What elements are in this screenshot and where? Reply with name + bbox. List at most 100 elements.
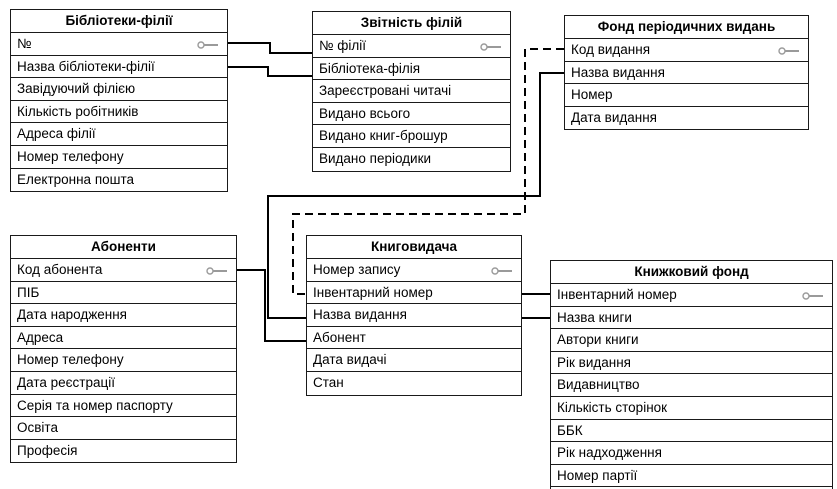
field-row: Електронна пошта xyxy=(11,169,227,192)
field-label: Видано періодики xyxy=(319,150,432,166)
field-row: Видано книг-брошур xyxy=(313,125,510,148)
field-row: Назва видання xyxy=(565,62,808,85)
table-title: Фонд періодичних видань xyxy=(565,16,808,39)
field-label: Видавництво xyxy=(557,377,640,393)
field-label: Номер партії xyxy=(557,467,638,483)
field-label: Бібліотека-філія xyxy=(319,60,421,76)
field-row: Бібліотека-філія xyxy=(313,58,510,81)
field-label: Номер запису xyxy=(313,262,401,277)
field-row: Автори книги xyxy=(551,329,832,352)
field-label: ББК xyxy=(557,422,583,438)
field-label: № філії xyxy=(319,38,366,53)
field-row: Назва бібліотеки-філії xyxy=(11,56,227,79)
field-row: Назва видання xyxy=(307,304,521,327)
relation-subscriber xyxy=(236,269,306,342)
table-reports: Звітність філій № філії Бібліотека-філія… xyxy=(312,11,511,172)
key-icon xyxy=(197,41,218,49)
field-label: Освіта xyxy=(17,420,58,436)
field-label: Назва видання xyxy=(313,307,407,323)
field-label: Автори книги xyxy=(557,332,639,348)
table-lending: Книговидача Номер запису Інвентарний ном… xyxy=(306,235,522,396)
key-icon xyxy=(802,292,823,300)
field-row: Інвентарний номер xyxy=(551,284,832,307)
field-label: Номер телефону xyxy=(17,148,124,164)
key-icon xyxy=(480,43,501,51)
field-label: Назва бібліотеки-філії xyxy=(17,58,155,74)
field-row: ББК xyxy=(551,420,832,443)
field-row: Професія xyxy=(11,440,236,463)
field-label: Електронна пошта xyxy=(17,171,135,187)
field-row: Номер запису xyxy=(307,259,521,282)
field-row: № xyxy=(11,33,227,56)
table-title: Звітність філій xyxy=(313,12,510,35)
field-label: ПІБ xyxy=(17,284,40,300)
field-label: Дата реєстрації xyxy=(17,374,115,390)
field-row: Дата реєстрації xyxy=(11,372,236,395)
field-label: Дата видання xyxy=(571,109,657,125)
field-row: Рік надходження xyxy=(551,442,832,465)
field-row: Видавництво xyxy=(551,374,832,397)
field-label: Кількість сторінок xyxy=(557,399,668,415)
relation-branch-id xyxy=(227,42,312,54)
field-label: Кількість робітників xyxy=(17,103,139,119)
field-label: Адреса філії xyxy=(17,126,96,142)
field-row: Дата народження xyxy=(11,304,236,327)
field-row: Адреса xyxy=(11,327,236,350)
field-row: Код видання xyxy=(565,39,808,62)
field-label: Адреса xyxy=(17,329,64,345)
field-label: Назва книги xyxy=(557,309,632,325)
field-row: ПІБ xyxy=(11,282,236,305)
field-row: Кількість сторінок xyxy=(551,397,832,420)
field-row: Дата видачі xyxy=(307,349,521,372)
field-label: Рік надходження xyxy=(557,445,662,461)
field-label: Видано всього xyxy=(319,105,411,121)
table-title: Абоненти xyxy=(11,236,236,259)
key-icon xyxy=(206,267,227,275)
relation-branch-name xyxy=(227,66,312,77)
field-row: Номер xyxy=(565,84,808,107)
field-label: Номер телефону xyxy=(17,352,124,368)
table-title: Книжковий фонд xyxy=(551,261,832,284)
field-row: Кількість робітників xyxy=(11,101,227,124)
field-row: Рік видання xyxy=(551,352,832,375)
field-label: № xyxy=(17,36,32,51)
field-label: Професія xyxy=(17,442,78,458)
field-row: Видано періодики xyxy=(313,148,510,171)
field-row: № філії xyxy=(313,35,510,58)
field-label: Абонент xyxy=(313,329,366,345)
field-row: Адреса філії xyxy=(11,123,227,146)
field-row: Освіта xyxy=(11,417,236,440)
field-row: Стан xyxy=(307,372,521,395)
field-label: Назва видання xyxy=(571,64,665,80)
field-row: Номер партії xyxy=(551,465,832,488)
field-label: Код видання xyxy=(571,42,651,57)
table-subscribers: Абоненти Код абонента ПІБ Дата народженн… xyxy=(10,235,237,464)
table-branches: Бібліотеки-філії № Назва бібліотеки-філі… xyxy=(10,9,228,193)
field-label: Завідуючий філією xyxy=(17,81,136,97)
field-row: Абонент xyxy=(307,327,521,350)
field-row: Номер телефону xyxy=(11,349,236,372)
table-title: Бібліотеки-філії xyxy=(11,10,227,33)
field-label: Видано книг-брошур xyxy=(319,128,448,144)
field-row: Інвентарний номер xyxy=(307,282,521,305)
field-label: Дата видачі xyxy=(313,352,387,368)
field-row: Завідуючий філією xyxy=(11,78,227,101)
field-label: Дата народження xyxy=(17,307,127,323)
field-label: Номер xyxy=(571,87,613,103)
table-books: Книжковий фонд Інвентарний номер Назва к… xyxy=(550,260,833,489)
field-row: Номер телефону xyxy=(11,146,227,169)
key-icon xyxy=(778,47,799,55)
field-row: Назва книги xyxy=(551,307,832,330)
key-icon xyxy=(491,267,512,275)
table-title: Книговидача xyxy=(307,236,521,259)
field-label: Стан xyxy=(313,374,344,390)
field-row: Зареєстровані читачі xyxy=(313,80,510,103)
field-label: Зареєстровані читачі xyxy=(319,83,452,99)
field-label: Серія та номер паспорту xyxy=(17,397,173,413)
field-label: Інвентарний номер xyxy=(557,287,677,302)
field-row: Дата видання xyxy=(565,107,808,130)
field-label: Код абонента xyxy=(17,262,103,277)
field-row: Код абонента xyxy=(11,259,236,282)
field-label: Інвентарний номер xyxy=(313,284,433,300)
field-label: Рік видання xyxy=(557,354,631,370)
